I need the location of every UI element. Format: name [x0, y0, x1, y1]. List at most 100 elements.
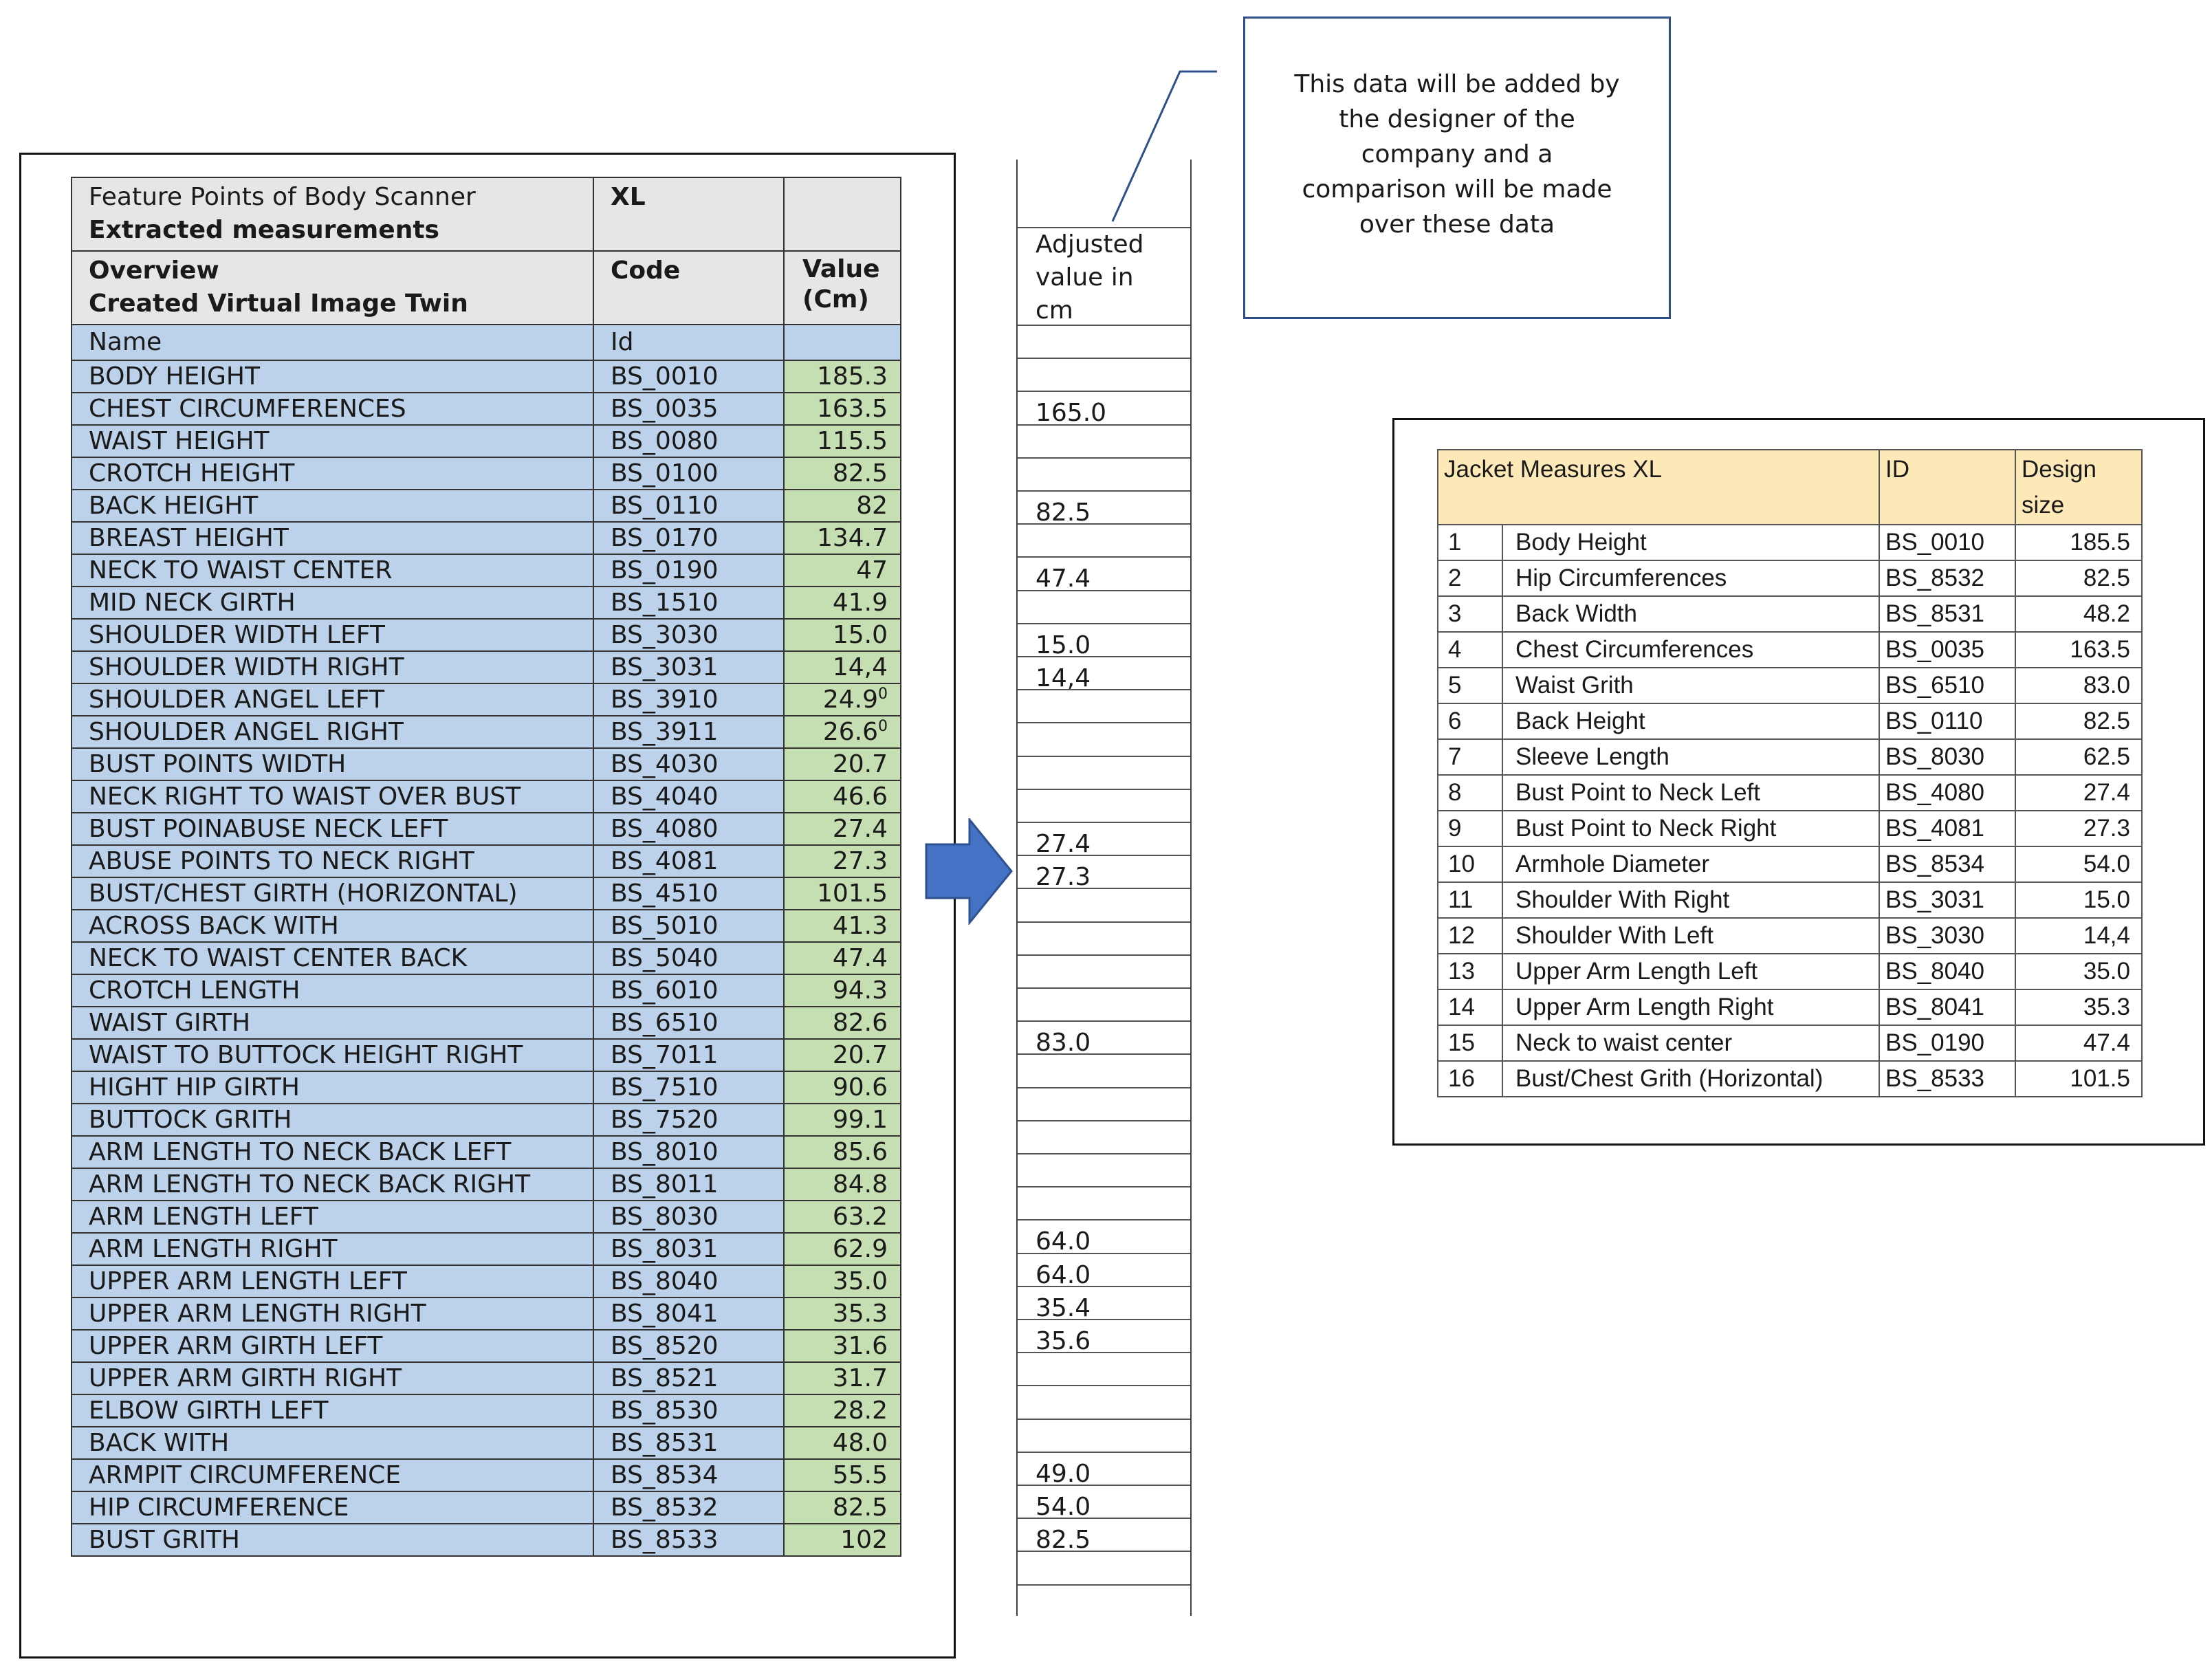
- adjusted-value-cell: 47.4: [1018, 558, 1190, 593]
- jacket-measure-id: BS_8030: [1879, 738, 2016, 776]
- measurement-value-text: 102: [840, 1525, 888, 1554]
- measurement-value: 35.0: [783, 1265, 901, 1298]
- jacket-measure-name: Sleeve Length: [1502, 738, 1880, 776]
- design-size-header-line1: Design: [2022, 456, 2096, 483]
- measurement-name: ELBOW GIRTH LEFT: [71, 1394, 594, 1427]
- adjusted-value-cell: [1018, 1353, 1190, 1387]
- measurement-value-text: 85.6: [832, 1137, 888, 1166]
- measurement-code: BS_8010: [593, 1135, 785, 1169]
- measurement-value: 163.5: [783, 392, 901, 426]
- design-size-value: 62.5: [2015, 738, 2143, 776]
- measurement-value: 41.3: [783, 909, 901, 943]
- value-header-line1: Value: [802, 255, 880, 283]
- jacket-measure-name: Bust/Chest Grith (Horizontal): [1502, 1060, 1880, 1097]
- measurement-value-text: 134.7: [816, 523, 888, 552]
- measurement-code: BS_8531: [593, 1426, 785, 1460]
- scanner-header-row: Feature Points of Body Scanner Extracted…: [71, 177, 901, 252]
- measurement-name: WAIST HEIGHT: [71, 424, 594, 458]
- measurement-value-text: 35.0: [832, 1267, 888, 1295]
- adjusted-value-cell: 64.0: [1018, 1220, 1190, 1256]
- measurement-value: 102: [783, 1523, 901, 1557]
- measurement-name: BUTTOCK GRITH: [71, 1103, 594, 1137]
- row-number: 12: [1437, 917, 1503, 954]
- value-header-line2: (Cm): [802, 285, 869, 314]
- measurement-name: WAIST GIRTH: [71, 1006, 594, 1040]
- measurement-value: 27.4: [783, 812, 901, 846]
- measurement-code: BS_8530: [593, 1394, 785, 1427]
- measurement-value-text: 27.4: [832, 814, 888, 843]
- measurement-code: BS_4080: [593, 812, 785, 846]
- scanner-subtitle: Extracted measurements: [89, 216, 439, 244]
- measurement-value-text: 47.4: [832, 943, 888, 972]
- measurement-code: BS_4040: [593, 780, 785, 813]
- measurement-code: BS_3030: [593, 618, 785, 652]
- measurement-value-text: 99.1: [832, 1105, 888, 1134]
- measurement-value: 115.5: [783, 424, 901, 458]
- adjusted-value-cell: [1018, 690, 1190, 724]
- measurement-value-text: 46.6: [832, 782, 888, 811]
- measurement-value-text: 84.8: [832, 1170, 888, 1198]
- design-size-value: 48.2: [2015, 595, 2143, 633]
- adjusted-value-cell: [1018, 1088, 1190, 1121]
- jacket-measure-name: Chest Circumferences: [1502, 631, 1880, 668]
- name-id-header-row: Name Id: [71, 324, 901, 361]
- row-number: 9: [1437, 810, 1503, 847]
- measurement-code: BS_4510: [593, 877, 785, 910]
- jacket-header-row: Jacket Measures XL ID Design size: [1437, 449, 2143, 525]
- adjusted-value-cell: [1018, 1552, 1190, 1586]
- row-number: 15: [1437, 1025, 1503, 1062]
- measurement-code: BS_0080: [593, 424, 785, 458]
- adjusted-value-cell: [1018, 525, 1190, 558]
- empty-header-cell: [783, 177, 901, 252]
- row-number: 6: [1437, 703, 1503, 740]
- jacket-measure-name: Hip Circumferences: [1502, 560, 1880, 597]
- measurement-value: 185.3: [783, 360, 901, 393]
- adjusted-value-cell: [1018, 790, 1190, 823]
- measurement-code: BS_8534: [593, 1458, 785, 1492]
- jacket-measure-id: BS_0110: [1879, 703, 2016, 740]
- design-size-value: 27.3: [2015, 810, 2143, 847]
- jacket-measure-name: Upper Arm Length Right: [1502, 989, 1880, 1026]
- id-header: Id: [593, 324, 785, 361]
- measurement-name: ACROSS BACK WITH: [71, 909, 594, 943]
- measurement-code: BS_8040: [593, 1265, 785, 1298]
- measurement-name: HIP CIRCUMFERENCE: [71, 1491, 594, 1524]
- measurement-name: HIGHT HIP GIRTH: [71, 1071, 594, 1104]
- adjusted-value-cell: [1018, 757, 1190, 790]
- measurement-value-text: 31.6: [832, 1331, 888, 1360]
- jacket-measure-name: Waist Grith: [1502, 667, 1880, 704]
- measurement-value-text: 62.9: [832, 1234, 888, 1263]
- adjusted-value-cell: 83.0: [1018, 1022, 1190, 1057]
- measurement-value: 26.60: [783, 715, 901, 749]
- measurement-value: 48.0: [783, 1426, 901, 1460]
- measurement-value: 47.4: [783, 941, 901, 975]
- measurement-name: MID NECK GIRTH: [71, 586, 594, 620]
- adjusted-header-line1: Adjusted: [1036, 230, 1144, 259]
- measurement-name: CROTCH HEIGHT: [71, 457, 594, 490]
- measurement-name: SHOULDER WIDTH LEFT: [71, 618, 594, 652]
- measurement-name: BREAST HEIGHT: [71, 521, 594, 555]
- measurement-value: 41.9: [783, 586, 901, 620]
- adjusted-value-cell: [1018, 923, 1190, 956]
- jacket-measure-id: BS_4080: [1879, 774, 2016, 811]
- size-label: XL: [593, 177, 785, 252]
- adjusted-header: Adjusted value in cm: [1018, 227, 1190, 326]
- name-header: Name: [71, 324, 594, 361]
- measurement-value: 46.6: [783, 780, 901, 813]
